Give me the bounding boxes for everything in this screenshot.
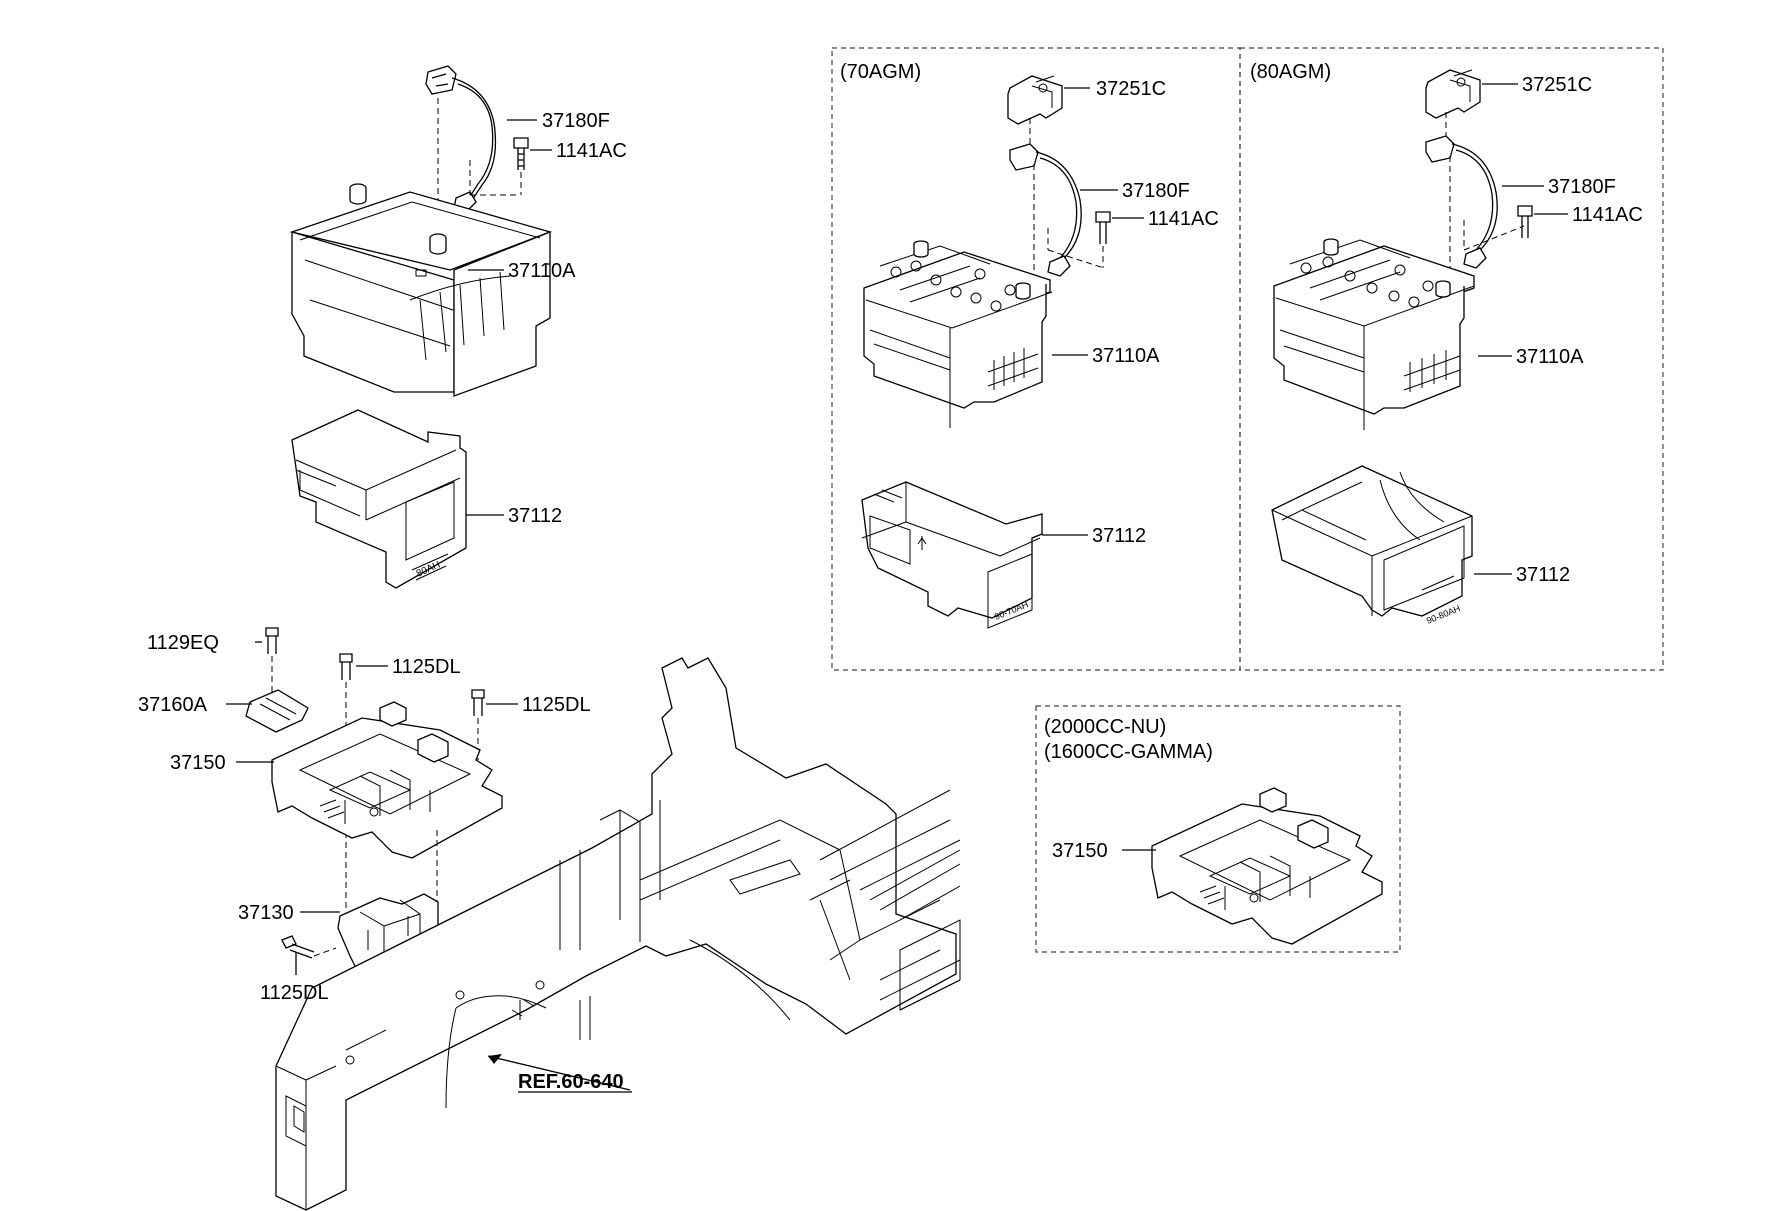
engine-label-line1: (2000CC-NU) [1044,716,1166,738]
agm70-label-cover-37251c: 37251C [1096,78,1166,100]
agm70-label-bolt-1141ac: 1141AC [1148,208,1219,230]
insulator-drawing: 80AH [291,409,467,589]
engine-variant-panel: (2000CC-NU) (1600CC-GAMMA) 37150 [1035,705,1401,953]
agm80-title: (80AGM) [1250,61,1331,83]
label-bolt-1129eq: 1129EQ [147,632,219,654]
bolt-1129eq-drawing [265,627,279,700]
agm80-label-cable-37180f: 37180F [1548,176,1616,198]
label-bolt-1125dl-tray-left: 1125DL [392,656,461,678]
label-battery-37110a: 37110A [508,260,576,282]
bolt-1141ac-drawing [513,137,529,195]
label-bolt-1141ac: 1141AC [556,140,627,162]
engine-label-line2: (1600CC-GAMMA) [1044,741,1213,763]
agm80-label-insulator-37112: 37112 [1516,564,1570,586]
agm80-label-battery-37110a: 37110A [1516,346,1584,368]
label-insulator-37112: 37112 [508,505,562,527]
clamp-drawing [245,689,309,733]
agm80-panel: 90-80AH (80AGM) 37251C 37180F 1141AC 371… [1239,47,1664,671]
agm70-label-cable-37180f: 37180F [1122,180,1190,202]
battery-drawing [289,183,553,397]
label-bracket-37130: 37130 [238,902,294,924]
main-assembly: 80AH [138,65,961,1211]
label-bolt-1125dl-tray-right: 1125DL [522,694,591,716]
label-tray-37150: 37150 [170,752,226,774]
agm70-title: (70AGM) [840,61,921,83]
agm80-label-cover-37251c: 37251C [1522,74,1592,96]
label-clamp-37160a: 37160A [138,694,208,716]
leader-lines-main [226,119,632,1093]
agm70-panel: 90-70AH (70AGM) 37251C 37180F 1141AC 371… [831,47,1241,671]
bolt-1125dl-bracket-drawing [281,935,337,959]
agm70-label-insulator-37112: 37112 [1092,525,1146,547]
label-bolt-1125dl-bracket: 1125DL [260,982,329,1004]
agm80-label-bolt-1141ac: 1141AC [1572,204,1643,226]
engine-label-tray-37150: 37150 [1052,840,1108,862]
label-ref-60-640: REF.60-640 [518,1071,624,1093]
vehicle-frame-drawing [275,657,961,1211]
agm70-label-battery-37110a: 37110A [1092,345,1160,367]
label-cable-37180f: 37180F [542,110,610,132]
